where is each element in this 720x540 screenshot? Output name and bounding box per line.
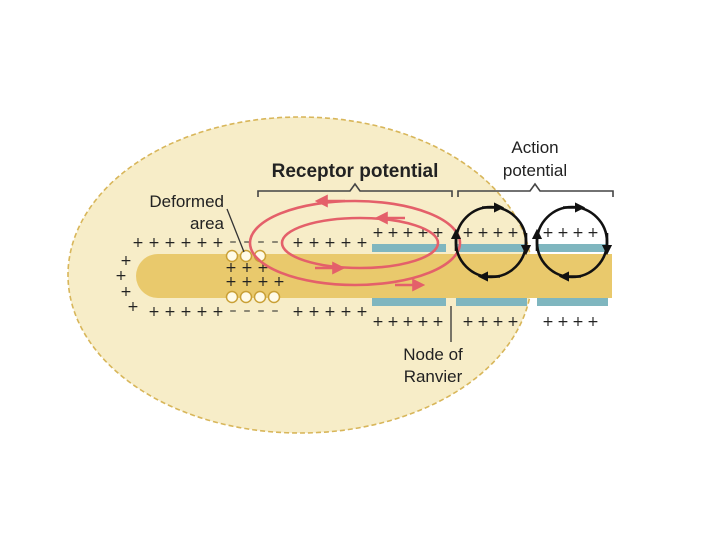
plus-sign: + bbox=[387, 225, 399, 241]
myelin-sheath-2 bbox=[456, 244, 527, 252]
channel-circle bbox=[239, 249, 253, 263]
plus-sign: + bbox=[164, 235, 176, 251]
plus-sign: + bbox=[308, 235, 320, 251]
plus-sign: + bbox=[557, 225, 569, 241]
myelin-sheath-1 bbox=[372, 244, 446, 252]
plus-sign: + bbox=[432, 314, 444, 330]
plus-sign: + bbox=[587, 314, 599, 330]
deformed-area-label-line1: Deformed bbox=[149, 192, 224, 211]
plus-sign: + bbox=[372, 314, 384, 330]
plus-sign: + bbox=[340, 304, 352, 320]
plus-sign: + bbox=[372, 225, 384, 241]
plus-sign: + bbox=[241, 274, 253, 290]
receptor-potential-bracket bbox=[257, 182, 453, 197]
myelin-sheath-3 bbox=[537, 244, 608, 252]
node-of-ranvier-label-line1: Node of bbox=[403, 345, 463, 364]
channel-circle bbox=[225, 249, 239, 263]
plus-sign: + bbox=[225, 260, 237, 276]
plus-sign: + bbox=[572, 225, 584, 241]
channel-circle bbox=[239, 290, 253, 304]
plus-sign: + bbox=[127, 299, 139, 315]
channel-circle bbox=[267, 290, 281, 304]
plus-sign: + bbox=[492, 225, 504, 241]
myelin-sheath-5 bbox=[456, 298, 527, 306]
plus-sign: + bbox=[308, 304, 320, 320]
plus-sign: + bbox=[292, 304, 304, 320]
plus-sign: + bbox=[417, 314, 429, 330]
plus-sign: + bbox=[492, 314, 504, 330]
myelin-sheaths bbox=[372, 244, 608, 306]
plus-sign: + bbox=[356, 235, 368, 251]
plus-sign: + bbox=[273, 274, 285, 290]
plus-sign: + bbox=[572, 314, 584, 330]
plus-sign: + bbox=[241, 260, 253, 276]
minus-sign: – bbox=[272, 303, 279, 319]
deformed-area-label-line2: area bbox=[190, 214, 225, 233]
minus-sign: – bbox=[258, 303, 265, 319]
local-current-loops bbox=[248, 194, 462, 292]
plus-sign: + bbox=[212, 304, 224, 320]
plus-sign: + bbox=[225, 274, 237, 290]
plus-sign: + bbox=[292, 235, 304, 251]
plus-sign: + bbox=[507, 314, 519, 330]
myelin-sheath-6 bbox=[537, 298, 608, 306]
action-current-loops bbox=[450, 202, 613, 282]
plus-sign: + bbox=[257, 260, 269, 276]
plus-sign: + bbox=[196, 304, 208, 320]
plus-sign: + bbox=[356, 304, 368, 320]
plus-sign: + bbox=[148, 304, 160, 320]
receptor-potential-label: Receptor potential bbox=[272, 161, 439, 182]
plus-sign: + bbox=[324, 235, 336, 251]
plus-sign: + bbox=[557, 314, 569, 330]
plus-sign: + bbox=[132, 235, 144, 251]
plus-sign: + bbox=[120, 284, 132, 300]
plus-sign: + bbox=[324, 304, 336, 320]
minus-sign: – bbox=[272, 234, 279, 250]
plus-sign: + bbox=[477, 225, 489, 241]
plus-sign: + bbox=[387, 314, 399, 330]
plus-sign: + bbox=[462, 314, 474, 330]
action-potential-label-line2: potential bbox=[503, 161, 567, 180]
plus-sign: + bbox=[542, 314, 554, 330]
plus-sign: + bbox=[542, 225, 554, 241]
plus-sign: + bbox=[477, 314, 489, 330]
plus-sign: + bbox=[257, 274, 269, 290]
action-potential-bracket bbox=[457, 182, 614, 197]
plus-sign: + bbox=[417, 225, 429, 241]
plus-sign: + bbox=[212, 235, 224, 251]
plus-sign: + bbox=[340, 235, 352, 251]
minus-sign: – bbox=[230, 303, 237, 319]
plus-sign: + bbox=[164, 304, 176, 320]
action-potential-label-line1: Action bbox=[511, 138, 558, 157]
current-loop-inner bbox=[280, 216, 440, 270]
plus-sign: + bbox=[180, 304, 192, 320]
plus-sign: + bbox=[432, 225, 444, 241]
myelin-sheath-4 bbox=[372, 298, 446, 306]
minus-sign: – bbox=[244, 234, 251, 250]
node-of-ranvier-label-line2: Ranvier bbox=[404, 367, 463, 386]
minus-sign: – bbox=[230, 234, 237, 250]
plus-sign: + bbox=[462, 225, 474, 241]
minus-sign: – bbox=[244, 303, 251, 319]
charge-signs: + + + + + + – – – – + + + + + + + + + + … bbox=[115, 225, 599, 330]
plus-sign: + bbox=[402, 314, 414, 330]
plus-sign: + bbox=[180, 235, 192, 251]
current-loop-outer bbox=[248, 199, 462, 287]
plus-sign: + bbox=[507, 225, 519, 241]
deformed-area-leader bbox=[226, 208, 245, 253]
plus-sign: + bbox=[148, 235, 160, 251]
plus-sign: + bbox=[402, 225, 414, 241]
channel-circle bbox=[253, 290, 267, 304]
plus-sign: + bbox=[115, 268, 127, 284]
minus-sign: – bbox=[258, 234, 265, 250]
plus-sign: + bbox=[587, 225, 599, 241]
nerve-fiber bbox=[136, 254, 612, 298]
plus-sign: + bbox=[120, 253, 132, 269]
channel-circle bbox=[225, 290, 239, 304]
plus-sign: + bbox=[196, 235, 208, 251]
